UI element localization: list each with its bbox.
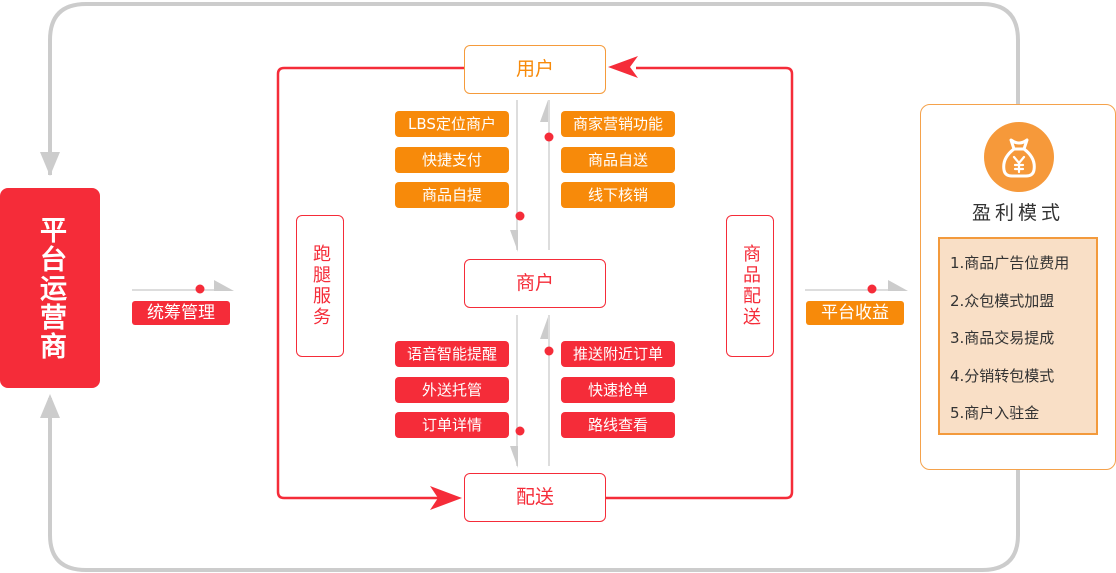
platform-operator-label: 平台运营商 [35, 215, 66, 361]
left-connector-dot [195, 284, 205, 294]
arrow-up-to-platform [40, 394, 60, 418]
goods-delivery-label-box: 商品配送 [726, 215, 774, 357]
left-connector-arrowhead [214, 280, 234, 291]
platform-revenue-tag: 平台收益 [806, 301, 904, 325]
flow-up-dot-upper [544, 132, 554, 142]
profit-model-title: 盈利模式 [971, 202, 1064, 224]
delivery-node-label: 配送 [515, 486, 554, 508]
profit-item: 4.分销转包模式 [950, 366, 1055, 385]
flow-down-arrowhead-lower [510, 446, 518, 468]
arrow-left-to-user [608, 56, 638, 78]
chip-merchant-marketing: 商家营销功能 [561, 111, 675, 137]
delivery-node: 配送 [464, 473, 606, 522]
flow-down-dot-upper [515, 211, 525, 221]
chip-order-details: 订单详情 [395, 412, 509, 438]
user-node: 用户 [464, 45, 606, 94]
chip-label: 商品自送 [587, 151, 648, 169]
chip-label: 线下核销 [587, 186, 648, 204]
inner-loop-left [276, 66, 465, 500]
flow-up-dot-lower [544, 346, 554, 356]
profit-item: 2.众包模式加盟 [950, 291, 1055, 310]
merchant-node: 商户 [464, 259, 606, 308]
right-connector-dot [867, 284, 877, 294]
flow-up-arrowhead-upper [540, 100, 548, 122]
goods-delivery-label: 商品配送 [740, 244, 761, 328]
chip-delivery-hosting: 外送托管 [395, 377, 509, 403]
errand-service-label: 跑腿服务 [310, 244, 331, 328]
platform-revenue-label: 平台收益 [821, 303, 889, 323]
chip-label: 订单详情 [421, 416, 482, 434]
coordination-management-tag: 统筹管理 [132, 301, 230, 325]
arrow-down-to-platform [40, 152, 60, 176]
money-bag-yen-icon [984, 122, 1054, 192]
chip-label: 商家营销功能 [572, 115, 663, 133]
chip-self-delivery: 商品自送 [561, 147, 675, 173]
chip-self-pickup: 商品自提 [395, 182, 509, 208]
flow-down-arrowhead-upper [510, 230, 518, 252]
chip-label: 推送附近订单 [572, 345, 663, 363]
platform-operator-box: 平台运营商 [0, 188, 100, 388]
chip-label: 外送托管 [421, 381, 482, 399]
chip-label: 语音智能提醒 [406, 345, 497, 363]
chip-label: LBS定位商户 [408, 115, 496, 133]
profit-item: 3.商品交易提成 [950, 329, 1055, 347]
inner-loop-right [605, 66, 794, 500]
right-connector-arrowhead [888, 280, 908, 291]
flow-up-arrowhead-lower [540, 317, 548, 339]
chip-route-view: 路线查看 [561, 412, 675, 438]
coordination-management-label: 统筹管理 [147, 303, 215, 323]
chip-push-nearby-orders: 推送附近订单 [561, 341, 675, 367]
chip-offline-verification: 线下核销 [561, 182, 675, 208]
outer-loop-bottom [48, 398, 1020, 572]
profit-item: 1.商品广告位费用 [950, 254, 1070, 272]
chip-lbs-locate-merchant: LBS定位商户 [395, 111, 509, 137]
chip-quick-grab-order: 快速抢单 [561, 377, 675, 403]
arrow-right-to-delivery [430, 486, 462, 510]
merchant-node-label: 商户 [515, 272, 554, 294]
chip-label: 快捷支付 [421, 151, 482, 169]
errand-service-label-box: 跑腿服务 [296, 215, 344, 357]
flow-down-dot-lower [515, 426, 525, 436]
chip-quick-payment: 快捷支付 [395, 147, 509, 173]
outer-loop-top [48, 2, 1020, 175]
chip-voice-reminder: 语音智能提醒 [395, 341, 509, 367]
user-node-label: 用户 [515, 58, 554, 80]
profit-item: 5.商户入驻金 [950, 404, 1040, 422]
profit-model-list: 1.商品广告位费用 2.众包模式加盟 3.商品交易提成 4.分销转包模式 5.商… [938, 237, 1098, 435]
chip-label: 快速抢单 [587, 381, 648, 399]
chip-label: 路线查看 [587, 416, 648, 434]
chip-label: 商品自提 [421, 186, 482, 204]
